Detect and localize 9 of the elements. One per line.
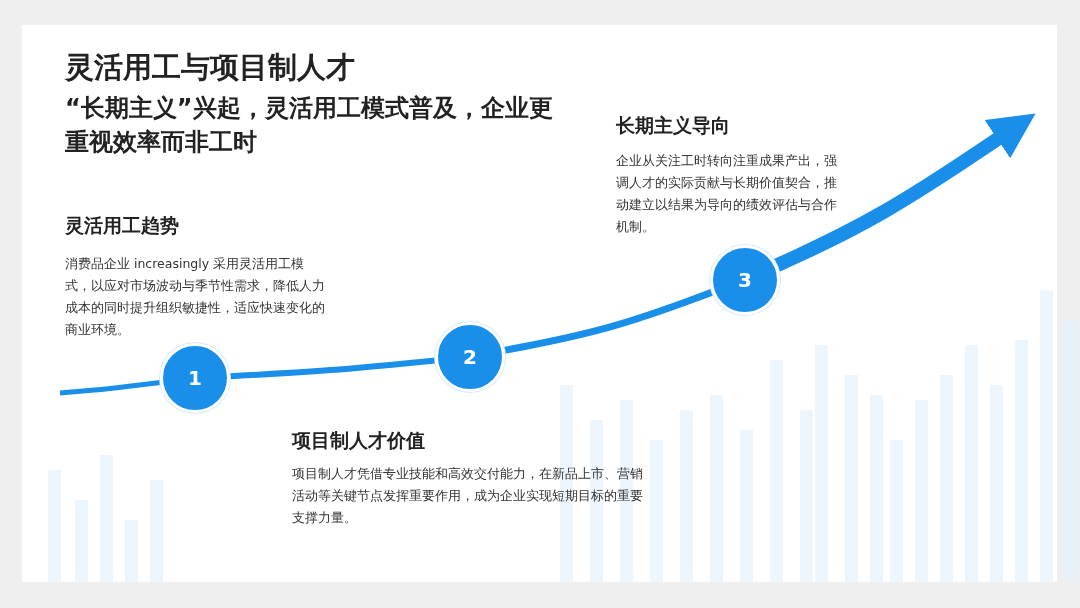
section-heading: 长期主义导向 (616, 113, 731, 138)
section-heading: 灵活用工趋势 (65, 213, 180, 238)
section-body: 项目制人才凭借专业技能和高效交付能力，在新品上市、营销活动等关键节点发挥重要作用，成为企业实现短期目标的重要支撑力量。 (292, 465, 644, 527)
section-body: 消费品企业 increasingly 采用灵活用工模式，以应对市场波动与季节性需求，降低人力成本的同时提升组织敏捷性，适应快速变化的商业环境。 (65, 255, 326, 339)
title: 灵活用工与项目制人才 (65, 49, 355, 86)
subtitle: “长期主义”兴起，灵活用工模式普及，企业更重视效率而非工时 (65, 93, 554, 158)
section-body: 企业从关注工时转向注重成果产出，强调人才的实际贡献与长期价值契合，推动建立以结果为导向的绩效评估与合作机制。 (616, 152, 838, 236)
arrow (773, 113, 1036, 272)
section-heading: 项目制人才价值 (292, 428, 426, 453)
